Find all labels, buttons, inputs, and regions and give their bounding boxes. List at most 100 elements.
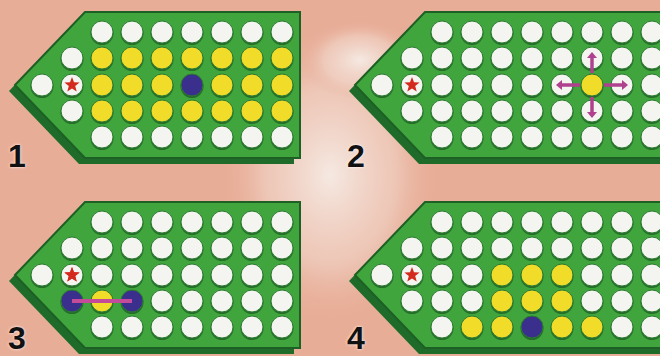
hole-rim [611, 127, 634, 150]
empty-hole [431, 100, 453, 122]
hole-rim [521, 212, 544, 235]
empty-hole [611, 21, 633, 43]
game-board [9, 202, 300, 354]
hole-rim [151, 291, 174, 314]
peg [491, 264, 513, 286]
hole-rim [521, 317, 544, 340]
jump-line [72, 299, 132, 303]
empty-hole [491, 126, 513, 148]
empty-hole [581, 264, 603, 286]
hole-rim [241, 75, 264, 98]
empty-hole [641, 237, 660, 259]
empty-hole [371, 264, 393, 286]
arrow-head [587, 112, 597, 118]
empty-hole [211, 211, 233, 233]
hole-rim [121, 75, 144, 98]
empty-hole [61, 47, 83, 69]
hole-rim [641, 212, 660, 235]
hole-rim [151, 48, 174, 71]
hole-rim [401, 101, 424, 124]
hole-rim [401, 238, 424, 261]
hole-rim [431, 127, 454, 150]
hole-rim [91, 265, 114, 288]
empty-hole [241, 211, 263, 233]
empty-hole [581, 126, 603, 148]
hole-rim [31, 75, 54, 98]
empty-hole [401, 237, 423, 259]
empty-hole [491, 21, 513, 43]
hole-rim [551, 101, 574, 124]
game-board [349, 12, 660, 164]
peg [551, 264, 573, 286]
empty-hole [461, 211, 483, 233]
empty-hole [461, 290, 483, 312]
empty-hole [211, 316, 233, 338]
empty-hole [641, 290, 660, 312]
peg [121, 47, 143, 69]
empty-hole [641, 47, 660, 69]
hole-rim [611, 101, 634, 124]
hole-rim [121, 317, 144, 340]
move-arrow [604, 83, 622, 87]
hole-rim [271, 48, 294, 71]
empty-hole [521, 47, 543, 69]
empty-hole [611, 211, 633, 233]
empty-hole [431, 264, 453, 286]
hole-rim [61, 48, 84, 71]
hole-rim [641, 317, 660, 340]
empty-hole [241, 21, 263, 43]
empty-hole [521, 21, 543, 43]
hole-rim [241, 22, 264, 45]
empty-hole [31, 74, 53, 96]
hole-rim [61, 75, 84, 98]
hole-rim [121, 101, 144, 124]
empty-hole [271, 126, 293, 148]
empty-hole [611, 47, 633, 69]
hole-rim [461, 75, 484, 98]
hole-rim [121, 48, 144, 71]
hole-rim [271, 127, 294, 150]
hole-rim [121, 127, 144, 150]
empty-hole [461, 74, 483, 96]
empty-hole [181, 21, 203, 43]
empty-hole [211, 290, 233, 312]
callout-number: 1 [8, 140, 26, 172]
empty-hole [581, 211, 603, 233]
peg [211, 74, 233, 96]
board-top [15, 202, 300, 348]
hole-rim [641, 238, 660, 261]
hole-rim [461, 238, 484, 261]
hole-rim [181, 317, 204, 340]
empty-hole [551, 21, 573, 43]
hole-rim [551, 317, 574, 340]
empty-hole [61, 74, 83, 96]
hole-rim [151, 127, 174, 150]
hole-rim [151, 101, 174, 124]
hole-rim [611, 212, 634, 235]
peg [181, 100, 203, 122]
empty-hole [641, 264, 660, 286]
hole-rim [211, 48, 234, 71]
hole-rim [211, 317, 234, 340]
peg [241, 74, 263, 96]
empty-hole [521, 237, 543, 259]
empty-hole [611, 126, 633, 148]
hole-rim [31, 265, 54, 288]
hole-rim [121, 238, 144, 261]
empty-hole [401, 100, 423, 122]
empty-hole [611, 237, 633, 259]
hole-rim [431, 291, 454, 314]
empty-hole [611, 290, 633, 312]
empty-hole [551, 100, 573, 122]
hole-rim [401, 265, 424, 288]
empty-hole [151, 316, 173, 338]
hole-rim [641, 127, 660, 150]
empty-hole [271, 21, 293, 43]
empty-hole [401, 264, 423, 286]
hole-rim [181, 75, 204, 98]
empty-hole [641, 100, 660, 122]
empty-hole [121, 264, 143, 286]
hole-rim [581, 265, 604, 288]
empty-hole [521, 100, 543, 122]
hole-rim [121, 22, 144, 45]
